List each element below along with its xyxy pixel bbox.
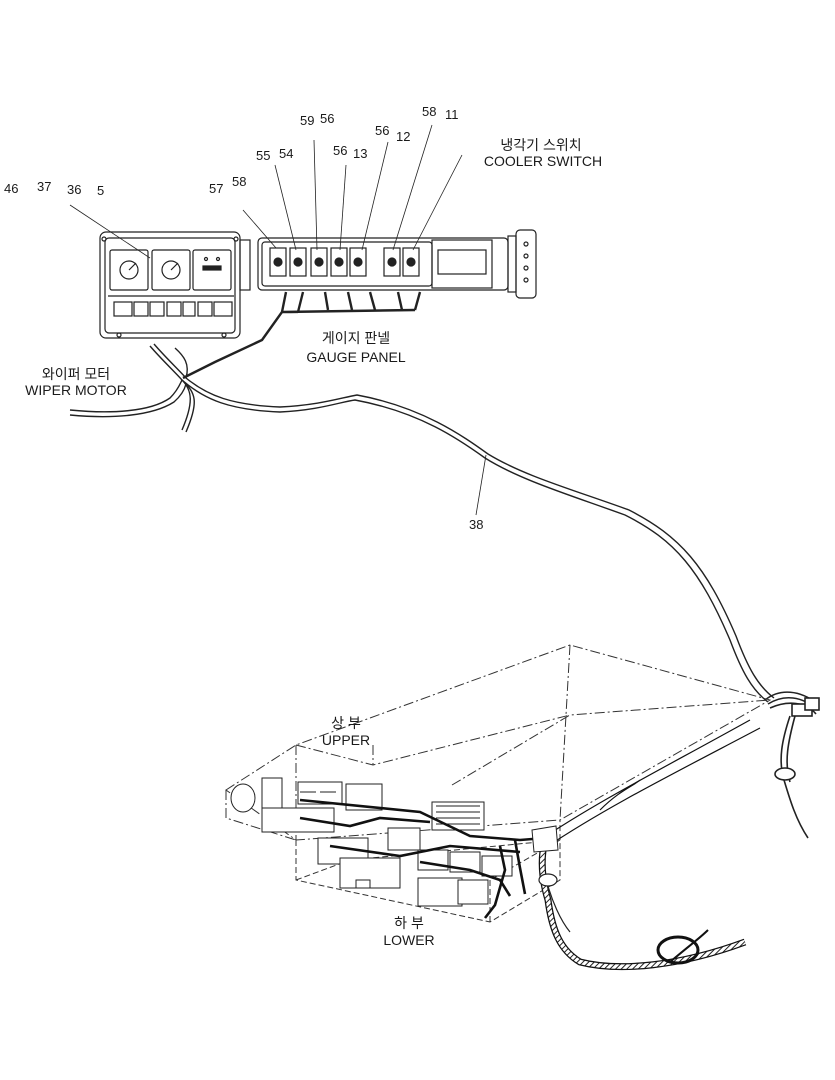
harness-end-connectors xyxy=(764,691,820,839)
callout-12: 12 xyxy=(396,129,411,144)
wiper-motor-label-en: WIPER MOTOR xyxy=(25,382,127,398)
callout-37: 37 xyxy=(37,179,52,194)
cooler-switch-label-en: COOLER SWITCH xyxy=(483,153,603,169)
callout-58-left: 58 xyxy=(232,174,247,189)
callout-56-top: 56 xyxy=(320,111,335,126)
callout-57: 57 xyxy=(209,181,224,196)
callout-11: 11 xyxy=(445,107,459,122)
box-internal-wiring xyxy=(299,798,546,919)
switch-wires xyxy=(182,291,422,380)
wiper-motor-label-ko: 와이퍼 모터 xyxy=(41,366,111,382)
callout-5: 5 xyxy=(97,183,105,198)
leader-lines xyxy=(69,124,487,516)
callout-46: 46 xyxy=(4,181,19,196)
box-components xyxy=(230,777,513,907)
main-harness xyxy=(69,343,775,703)
callout-54: 54 xyxy=(279,146,294,161)
cooler-switch-label-ko: 냉각기 스위치 xyxy=(500,137,582,153)
gauge-panel-label-ko: 게이지 판넬 xyxy=(321,330,391,346)
callout-58-right: 58 xyxy=(422,104,437,119)
callout-13: 13 xyxy=(353,146,368,161)
switch-panel xyxy=(257,229,537,299)
callout-36: 36 xyxy=(67,182,82,197)
callout-59: 59 xyxy=(300,113,315,128)
upper-label-en: UPPER xyxy=(321,732,371,748)
box-wire-bundle xyxy=(539,719,761,849)
gauge-panel-label-en: GAUGE PANEL xyxy=(306,349,406,365)
callout-56-right: 56 xyxy=(375,123,390,138)
callout-55: 55 xyxy=(256,148,271,163)
upper-label-ko: 상 부 xyxy=(331,715,361,731)
callout-38: 38 xyxy=(469,517,484,532)
gauge-panel-left xyxy=(99,231,251,339)
lower-label-en: LOWER xyxy=(383,932,435,948)
callout-56-mid: 56 xyxy=(333,143,348,158)
lower-label-ko: 하 부 xyxy=(394,915,424,931)
lower-cable xyxy=(531,825,747,971)
